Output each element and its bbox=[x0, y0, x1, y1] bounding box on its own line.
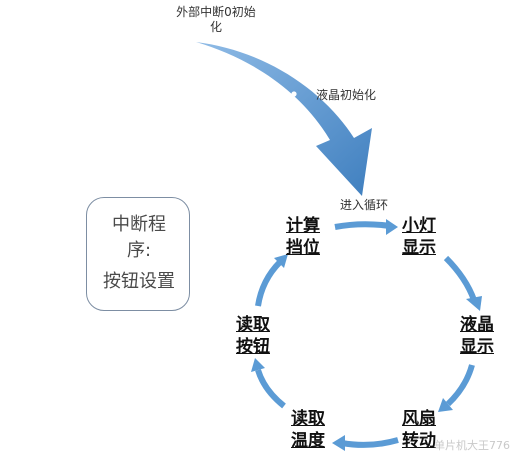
arrow-led-to-lcd bbox=[443, 255, 477, 302]
interrupt-routine-box: 中断程 序: 按钮设置 bbox=[86, 197, 190, 311]
interrupt-routine-title-line2: 序: bbox=[126, 240, 152, 261]
node-read-temp: 读取 温度 bbox=[291, 408, 325, 452]
entry-curved-arrow bbox=[196, 42, 372, 196]
entry-start-label: 外部中断0初始 化 bbox=[166, 5, 266, 35]
node-calc-gear-line1: 计算 bbox=[286, 216, 320, 236]
entry-start-label-line2: 化 bbox=[209, 20, 222, 34]
node-read-button-line1: 读取 bbox=[236, 315, 270, 335]
watermark: 单片机大王776 bbox=[434, 439, 510, 452]
node-led-display: 小灯 显示 bbox=[402, 215, 436, 259]
node-read-button: 读取 按钮 bbox=[236, 314, 270, 358]
node-lcd-display: 液晶 显示 bbox=[460, 314, 494, 358]
node-calc-gear: 计算 挡位 bbox=[286, 215, 320, 259]
node-lcd-display-line2: 显示 bbox=[460, 337, 494, 357]
arrow-temp-to-button-head bbox=[251, 358, 265, 372]
entry-arrow-dot bbox=[291, 91, 297, 97]
arrow-calc-to-led bbox=[334, 221, 391, 230]
interrupt-routine-title: 中断程 序: bbox=[87, 212, 191, 264]
interrupt-routine-subtitle: 按钮设置 bbox=[103, 271, 175, 292]
enter-loop-label: 进入循环 bbox=[340, 198, 389, 212]
node-led-display-line1: 小灯 bbox=[402, 216, 436, 236]
arrow-lcd-to-fan bbox=[445, 364, 475, 407]
interrupt-routine-title-line1: 中断程 bbox=[112, 214, 166, 235]
node-lcd-display-line1: 液晶 bbox=[460, 315, 494, 335]
node-fan-rotate: 风扇 转动 bbox=[402, 408, 436, 452]
arrow-lcd-to-fan-head bbox=[438, 398, 453, 412]
node-calc-gear-line2: 挡位 bbox=[286, 238, 320, 258]
node-fan-rotate-line1: 风扇 bbox=[402, 409, 436, 429]
arrow-calc-to-led-head bbox=[386, 219, 398, 235]
arrow-fan-to-temp bbox=[341, 437, 399, 448]
node-fan-rotate-line2: 转动 bbox=[402, 431, 436, 451]
arrow-button-to-calc-head bbox=[274, 254, 288, 268]
arrow-temp-to-button bbox=[255, 369, 286, 409]
arrow-led-to-lcd-head bbox=[466, 296, 482, 311]
arrow-button-to-calc bbox=[255, 259, 283, 307]
node-read-temp-line1: 读取 bbox=[291, 409, 325, 429]
node-read-button-line2: 按钮 bbox=[236, 337, 270, 357]
lcd-init-label: 液晶初始化 bbox=[316, 88, 377, 102]
arrow-fan-to-temp-head bbox=[332, 435, 345, 451]
node-led-display-line2: 显示 bbox=[402, 238, 436, 258]
entry-start-label-line1: 外部中断0初始 bbox=[176, 5, 256, 19]
node-read-temp-line2: 温度 bbox=[291, 431, 325, 451]
